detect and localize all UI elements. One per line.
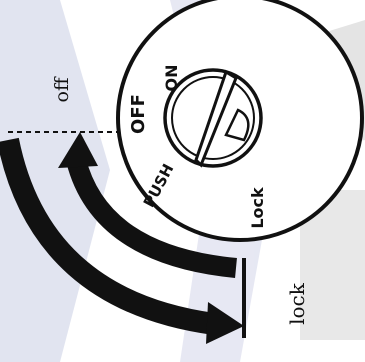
label-off: off	[51, 76, 73, 102]
label-lock: lock	[285, 282, 309, 325]
dial-label-off: OFF	[128, 94, 149, 134]
dial-label-on: ON	[162, 65, 181, 92]
dial-label-lock: Lock	[248, 187, 267, 229]
